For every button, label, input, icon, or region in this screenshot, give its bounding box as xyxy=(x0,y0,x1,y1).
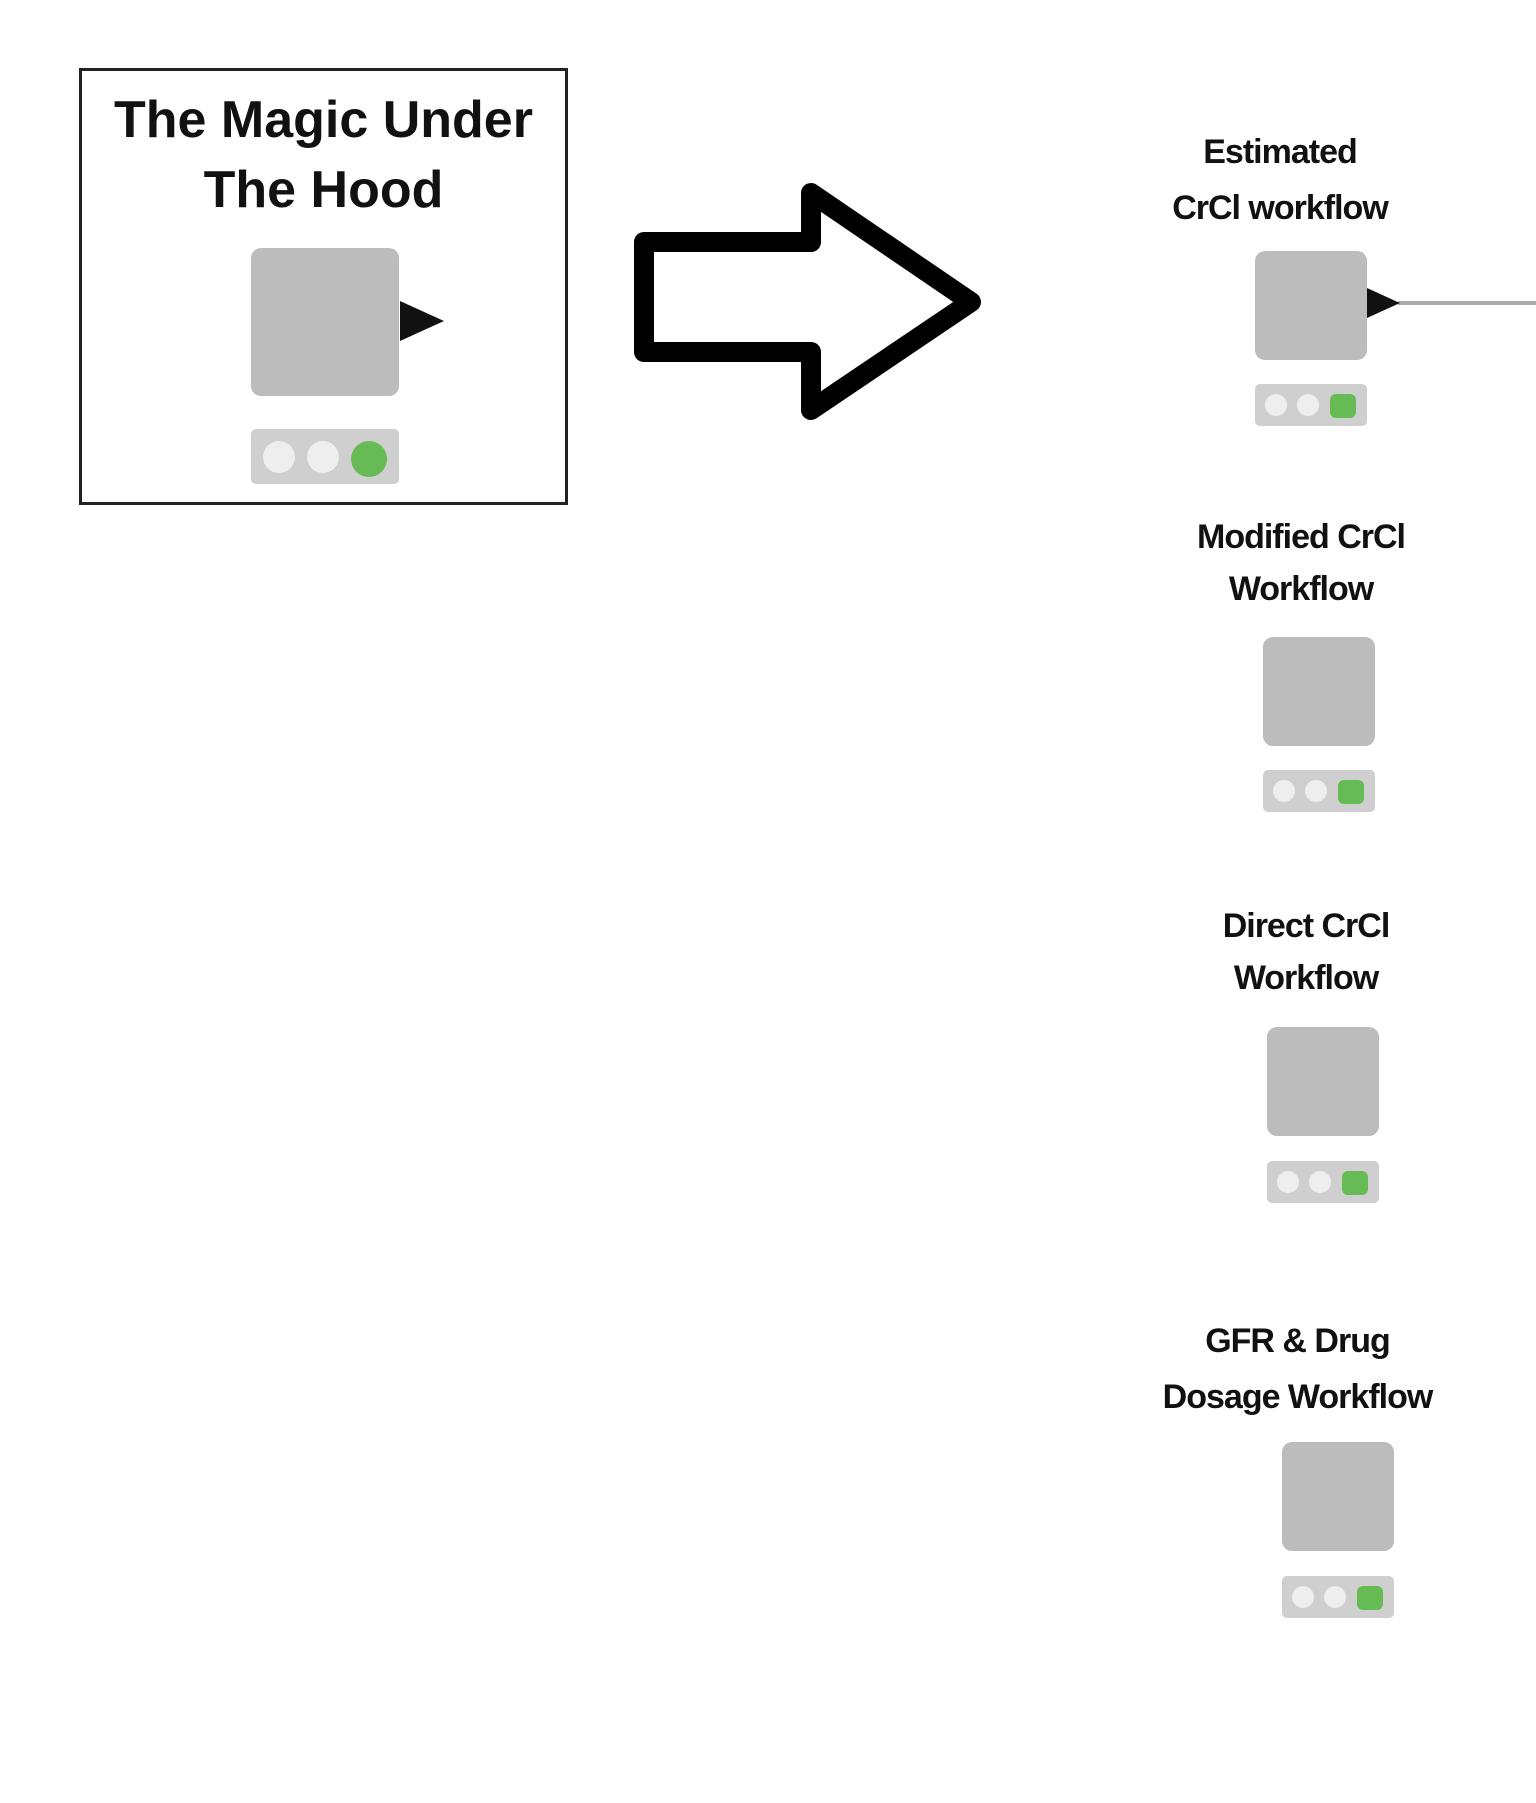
status-light-green xyxy=(1338,780,1364,804)
node-direct-crcl-workflow[interactable] xyxy=(1267,1027,1379,1136)
magic-metanode[interactable] xyxy=(251,248,399,396)
direct-crcl-status-indicator xyxy=(1267,1161,1379,1203)
magic-output-port[interactable] xyxy=(398,298,448,344)
node-estimated-crcl-workflow[interactable] xyxy=(1255,251,1367,360)
status-light-green xyxy=(1342,1171,1368,1195)
workflow-label-direct-crcl: Direct CrCl Workflow xyxy=(1222,907,1391,997)
node-modified-crcl-workflow[interactable] xyxy=(1263,637,1375,746)
status-light-red xyxy=(1273,780,1295,802)
status-light-red xyxy=(1265,394,1287,416)
estimated-crcl-status-indicator xyxy=(1255,384,1367,426)
status-light-yellow xyxy=(1305,780,1327,802)
gfr-drug-dosage-status-indicator xyxy=(1282,1576,1394,1618)
workflow-label-estimated-crcl: Estimated CrCl workflow xyxy=(1172,133,1389,227)
workflow-label-modified-crcl: Modified CrCl Workflow xyxy=(1197,518,1406,608)
status-light-green xyxy=(1357,1586,1383,1610)
status-light-red xyxy=(263,441,295,473)
status-light-red xyxy=(1292,1586,1314,1608)
status-light-green xyxy=(351,441,387,477)
status-light-red xyxy=(1277,1171,1299,1193)
magic-status-indicator xyxy=(251,429,399,484)
modified-crcl-status-indicator xyxy=(1263,770,1375,812)
status-light-green xyxy=(1330,394,1356,418)
status-light-yellow xyxy=(1309,1171,1331,1193)
magic-node-title: The Magic Under The Hood xyxy=(114,91,533,219)
status-light-yellow xyxy=(1297,394,1319,416)
workflow-label-gfr-drug-dosage: GFR & Drug Dosage Workflow xyxy=(1162,1322,1434,1416)
node-gfr-drug-dosage-workflow[interactable] xyxy=(1282,1442,1394,1551)
estimated-crcl-output-port[interactable] xyxy=(1365,285,1405,321)
status-light-yellow xyxy=(307,441,339,473)
status-light-yellow xyxy=(1324,1586,1346,1608)
